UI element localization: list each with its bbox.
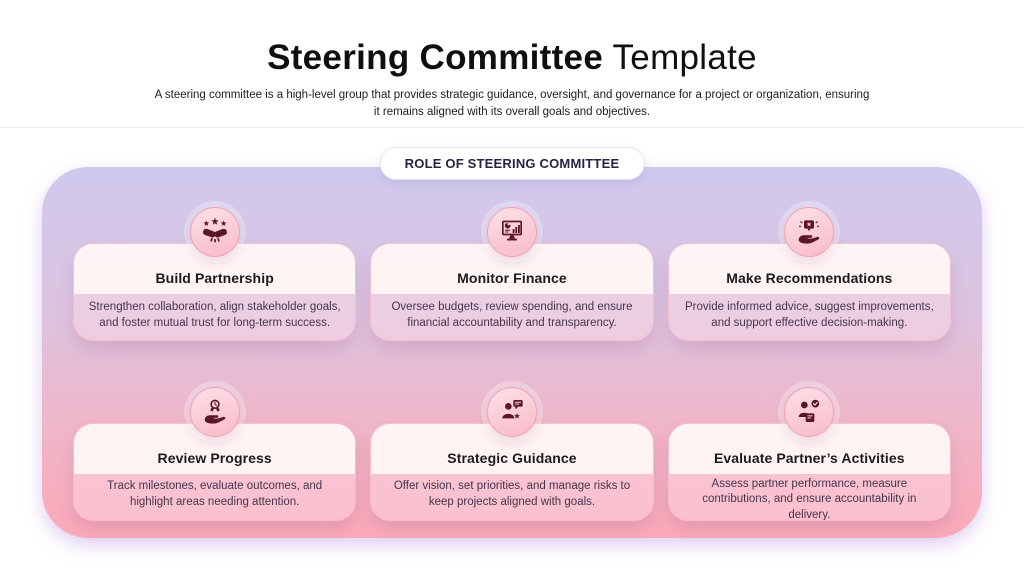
page-title: Steering Committee Template bbox=[0, 38, 1024, 78]
role-card: Build Partnership Strengthen collaborati… bbox=[73, 243, 357, 341]
card-description: Track milestones, evaluate outcomes, and… bbox=[107, 480, 323, 508]
card-description: Strengthen collaboration, align stakehol… bbox=[88, 300, 341, 329]
card-grid: Build Partnership Strengthen collaborati… bbox=[42, 167, 982, 538]
handshake-stars-icon bbox=[189, 207, 240, 257]
role-cell: Make Recommendations Provide informed ad… bbox=[667, 207, 951, 359]
hand-medal-icon bbox=[189, 386, 240, 437]
page-subtitle: A steering committee is a high-level gro… bbox=[154, 89, 870, 118]
role-cell: Evaluate Partner’s Activities Assess par… bbox=[667, 386, 951, 539]
role-card: Make Recommendations Provide informed ad… bbox=[667, 243, 951, 341]
card-description: Assess partner performance, measure cont… bbox=[702, 477, 917, 521]
card-title: Make Recommendations bbox=[668, 244, 950, 294]
person-speech-star-icon bbox=[486, 386, 537, 437]
card-title: Strategic Guidance bbox=[371, 423, 653, 474]
card-description: Offer vision, set priorities, and manage… bbox=[393, 480, 631, 508]
hand-suggestion-icon bbox=[784, 207, 835, 257]
person-check-icon bbox=[784, 386, 835, 437]
role-card: Review Progress Track milestones, evalua… bbox=[73, 422, 357, 521]
header-divider bbox=[0, 127, 1024, 128]
card-description: Provide informed advice, suggest improve… bbox=[685, 300, 934, 329]
role-badge: ROLE OF STEERING COMMITTEE bbox=[379, 147, 645, 180]
finance-monitor-icon bbox=[486, 207, 537, 257]
role-card: Evaluate Partner’s Activities Assess par… bbox=[667, 422, 951, 521]
role-card: Strategic Guidance Offer vision, set pri… bbox=[370, 422, 654, 521]
page-title-regular: Template bbox=[612, 38, 757, 77]
role-cell: Review Progress Track milestones, evalua… bbox=[73, 386, 357, 539]
page-title-bold: Steering Committee bbox=[267, 38, 604, 77]
role-panel: Build Partnership Strengthen collaborati… bbox=[42, 167, 982, 538]
role-cell: Build Partnership Strengthen collaborati… bbox=[73, 207, 357, 359]
header: Steering Committee Template A steering c… bbox=[0, 0, 1024, 120]
card-description: Oversee budgets, review spending, and en… bbox=[391, 300, 633, 329]
role-cell: Monitor Finance Oversee budgets, review … bbox=[370, 207, 654, 359]
role-cell: Strategic Guidance Offer vision, set pri… bbox=[370, 386, 654, 539]
role-card: Monitor Finance Oversee budgets, review … bbox=[370, 243, 654, 341]
